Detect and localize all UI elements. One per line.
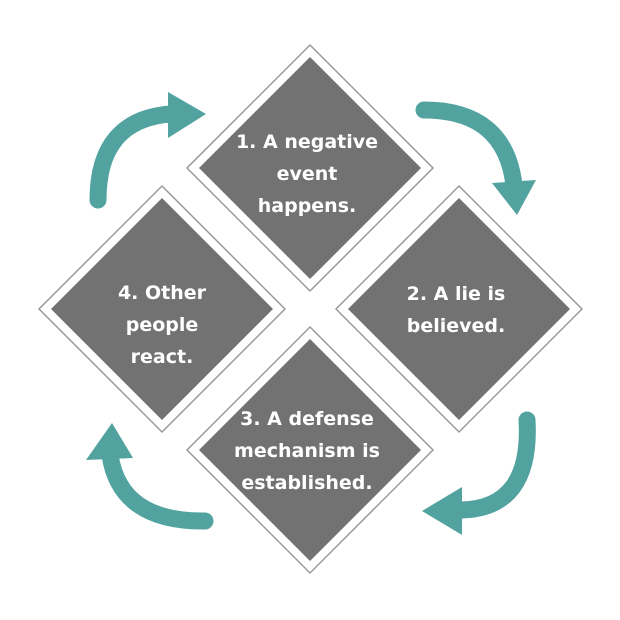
arrow-step1-to-step2 (415, 101, 536, 215)
arrow-step4-to-step1 (89, 92, 206, 209)
arrow-step3-to-step4 (86, 423, 214, 530)
step-3-label: 3. A defense mechanism is established. (234, 408, 380, 494)
step-2-tile (334, 184, 584, 434)
step-4-tile (37, 184, 287, 434)
step-3-tile (185, 325, 435, 575)
step-2-label: 2. A lie is believed. (406, 283, 506, 337)
step-4-label: 4. Other people react. (117, 282, 207, 368)
step-1-tile (185, 43, 435, 293)
arrow-step2-to-step3 (422, 411, 536, 535)
step-1-label: 1. A negative event happens. (235, 131, 379, 217)
